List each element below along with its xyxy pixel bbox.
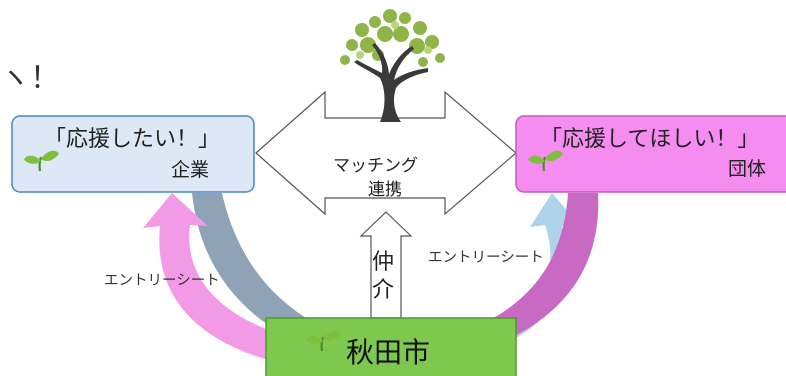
mediation-char-2: 介 — [372, 278, 395, 303]
light-blue-entry-arrow — [480, 193, 578, 352]
company-label: 企業 — [171, 159, 210, 181]
pink-entry-arrow — [143, 193, 400, 376]
city-label: 秋田市 — [346, 336, 431, 369]
tree-icon — [340, 9, 445, 122]
cooperation-label: 連携 — [368, 180, 402, 200]
company-box — [11, 115, 255, 193]
matching-label: マッチング — [333, 156, 418, 176]
group-box — [515, 115, 786, 193]
company-quote: 「応援したい！」 — [44, 127, 221, 152]
mediation-char-1: 仲 — [372, 250, 395, 275]
corner-text: ヽ！ — [0, 61, 60, 96]
group-quote: 「応援してほしい！」 — [540, 127, 760, 152]
entry-sheet-right: エントリーシート — [428, 250, 544, 266]
entry-sheet-left: エントリーシート — [104, 273, 220, 289]
city-box — [265, 317, 517, 376]
group-label: 団体 — [728, 158, 767, 180]
